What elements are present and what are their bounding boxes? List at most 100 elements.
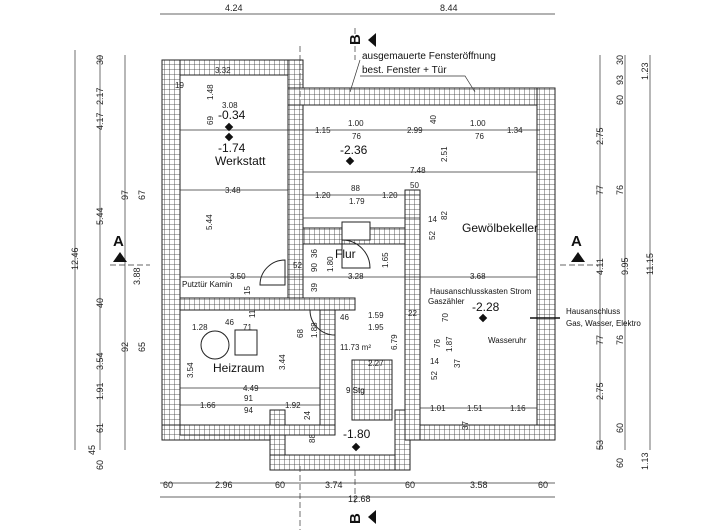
dim-left: 61 [95,423,105,433]
dim-interior: 76 [475,132,484,141]
dim-interior: 5.44 [205,214,214,230]
dim-interior: 69 [206,116,215,125]
annotation-putztuer: Putztür Kamin [182,280,232,289]
dim-interior: 68 [296,329,305,338]
door-frame-flur [341,221,371,241]
dim-interior: 36 [310,249,319,258]
dim-right: 1.13 [640,452,650,470]
dim-interior: 1.95 [368,323,384,332]
dim-interior: 3.28 [348,272,364,281]
dim-interior: 46 [225,318,234,327]
annotation-wasseruhr: Wasseruhr [488,336,527,345]
dim-right: 77 [595,335,605,345]
wall-heizraum-top [179,297,356,311]
elevation-label: -2.28 [472,300,500,314]
dim-interior: 14 [428,215,437,224]
dim-left: 65 [137,342,147,352]
dim-left: 60 [95,460,105,470]
dim-bottom: 3.58 [470,480,488,490]
dim-left: 12.46 [70,247,80,270]
dim-interior: 52 [430,371,439,380]
dim-bottom: 3.74 [325,480,343,490]
dim-right: 93 [615,75,625,85]
dim-right: 9.95 [620,257,630,275]
dim-bottom: 2.96 [215,480,233,490]
dim-interior: 1.80 [326,256,335,272]
dim-left: 45 [87,445,97,455]
dim-interior: 40 [429,115,438,124]
dim-right: 2.75 [595,127,605,145]
dim-interior: 6.79 [390,334,399,350]
section-arrow-icon [368,33,376,47]
wall-left-outer [161,59,181,441]
dim-interior: 3.32 [215,66,231,75]
dim-right: 30 [615,55,625,65]
annotation-hausanschlusskasten: Hausanschlusskasten Strom [430,287,532,296]
dim-right: 2.75 [595,382,605,400]
dim-interior: 2.27 [368,359,384,368]
dim-interior: 1.00 [470,119,486,128]
dim-interior: 82 [440,211,449,220]
elevation-marker-icon [478,313,488,323]
annotation-leader [349,59,476,93]
section-marker-a-right: A [571,233,582,250]
room-heizraum: Heizraum [213,361,264,375]
dim-interior: 1.65 [381,252,390,268]
section-arrow-icon [571,252,585,262]
dim-right: 60 [615,423,625,433]
dim-interior: 52 [293,261,302,270]
dim-right: 60 [615,95,625,105]
door-swing [341,239,371,269]
wall-projection-bottom [269,454,411,471]
dim-interior: 88 [351,184,360,193]
wall-werkstatt-top [161,59,301,76]
interior-dims: 3.32 1.48 19 3.08 69 1.15 1.00 76 2.99 4… [175,66,526,443]
annotation-window: best. Fenster + Tür [362,65,447,76]
elevation-label: -1.80 [343,427,371,441]
dim-left: 3.54 [95,352,105,370]
boiler-symbol [200,330,230,360]
wall-stair-left [319,309,336,426]
wall-right-outer [536,87,556,441]
dim-interior: 37 [453,359,462,368]
dim-interior: 1.51 [467,404,483,413]
dim-interior: 1.48 [206,84,215,100]
dim-left: 30 [95,55,105,65]
right-dims: 30 1.23 93 60 2.75 77 76 4.11 77 76 2.75… [595,55,655,470]
dim-bottom: 60 [405,480,415,490]
elevation-label: -2.36 [340,143,368,157]
section-marker-b-top: B [347,34,364,45]
dim-interior: 1.16 [510,404,526,413]
dim-interior: 3.54 [186,362,195,378]
dim-top: 4.24 [225,3,243,13]
door-swing [309,309,336,336]
dim-interior: 90 [310,263,319,272]
dim-interior: 94 [244,406,253,415]
dim-interior: 1.28 [192,323,208,332]
dim-interior: 1.66 [200,401,216,410]
elevation-marker-icon [345,156,355,166]
dim-interior: 50 [410,181,419,190]
elevation-marker-icon [224,132,234,142]
section-arrow-icon [113,252,127,262]
dim-interior: 19 [175,81,184,90]
door-swing [259,259,286,286]
dim-interior: 76 [433,339,442,348]
room-werkstatt: Werkstatt [215,154,266,168]
dim-right: 76 [615,335,625,345]
dim-interior: 7.48 [410,166,426,175]
dim-interior: 70 [441,313,450,322]
dim-bottom: 60 [538,480,548,490]
walls [161,59,556,471]
stair-steps: 9 Stg [346,386,365,395]
dim-interior: 14 [430,357,439,366]
dimension-lines [74,13,651,530]
annotation-hausanschluss: Hausanschluss [566,307,620,316]
elevation-label: -0.34 [218,108,246,122]
dim-interior: 3.44 [278,354,287,370]
dim-interior: 22 [408,309,417,318]
room-area: 11.73 m² [340,343,371,352]
dim-right: 77 [595,185,605,195]
wall-bottom-right [404,424,556,441]
annotation-window: ausgemauerte Fensteröffnung [362,51,496,62]
